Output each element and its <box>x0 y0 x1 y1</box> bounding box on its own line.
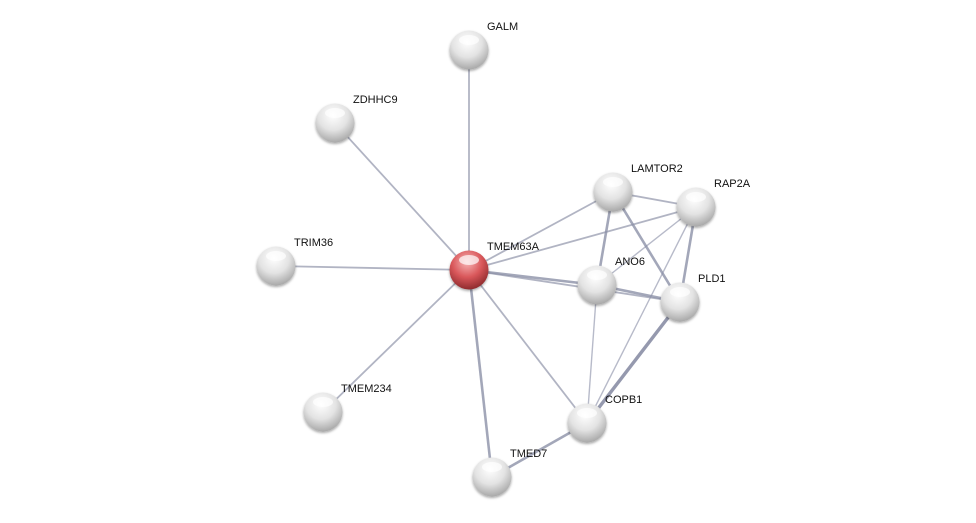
node-label: ANO6 <box>615 256 645 268</box>
node-highlight <box>459 35 479 45</box>
node-label: TMEM63A <box>487 241 540 253</box>
edge-rap2a-copb1[interactable] <box>586 206 697 424</box>
edge-ano6-copb1[interactable] <box>586 284 598 424</box>
node-highlight <box>313 397 333 407</box>
node-ano6[interactable]: ANO6 <box>577 256 645 305</box>
node-label: GALM <box>487 21 518 33</box>
edge-tmem63a-zdhhc9[interactable] <box>334 122 470 271</box>
node-highlight <box>603 177 623 187</box>
node-tmem63a[interactable]: TMEM63A <box>449 241 540 290</box>
edge-tmem63a-trim36[interactable] <box>275 265 470 271</box>
edge-lamtor2-pld1[interactable] <box>611 191 682 303</box>
node-galm[interactable]: GALM <box>449 21 519 70</box>
node-label: TMED7 <box>510 448 547 460</box>
node-label: RAP2A <box>714 178 751 190</box>
node-highlight <box>266 251 286 261</box>
node-rap2a[interactable]: RAP2A <box>676 178 751 227</box>
node-label: LAMTOR2 <box>631 163 683 175</box>
node-pld1[interactable]: PLD1 <box>660 273 726 322</box>
node-copb1[interactable]: COPB1 <box>567 394 643 443</box>
node-trim36[interactable]: TRIM36 <box>256 237 334 286</box>
edge-rap2a-ano6[interactable] <box>596 206 697 286</box>
node-highlight <box>587 270 607 280</box>
node-tmem234[interactable]: TMEM234 <box>303 383 392 432</box>
edge-tmem63a-tmem234[interactable] <box>322 269 470 413</box>
node-highlight <box>325 108 345 118</box>
node-highlight <box>686 192 706 202</box>
node-label: COPB1 <box>605 394 642 406</box>
node-highlight <box>670 287 690 297</box>
edge-tmem63a-rap2a[interactable] <box>468 206 697 271</box>
node-highlight <box>459 255 479 265</box>
node-highlight <box>482 462 502 472</box>
node-label: PLD1 <box>698 273 726 285</box>
node-tmed7[interactable]: TMED7 <box>472 448 548 497</box>
node-zdhhc9[interactable]: ZDHHC9 <box>315 94 398 143</box>
edge-tmem63a-copb1[interactable] <box>468 269 588 424</box>
edge-tmem63a-pld1[interactable] <box>468 269 681 303</box>
node-lamtor2[interactable]: LAMTOR2 <box>593 163 683 212</box>
edge-pld1-copb1[interactable] <box>585 300 682 425</box>
node-label: TMEM234 <box>341 383 392 395</box>
node-label: ZDHHC9 <box>353 94 398 106</box>
node-highlight <box>577 408 597 418</box>
node-label: TRIM36 <box>294 237 333 249</box>
edge-tmem63a-lamtor2[interactable] <box>468 191 614 271</box>
edge-tmem63a-tmed7[interactable] <box>467 269 494 478</box>
